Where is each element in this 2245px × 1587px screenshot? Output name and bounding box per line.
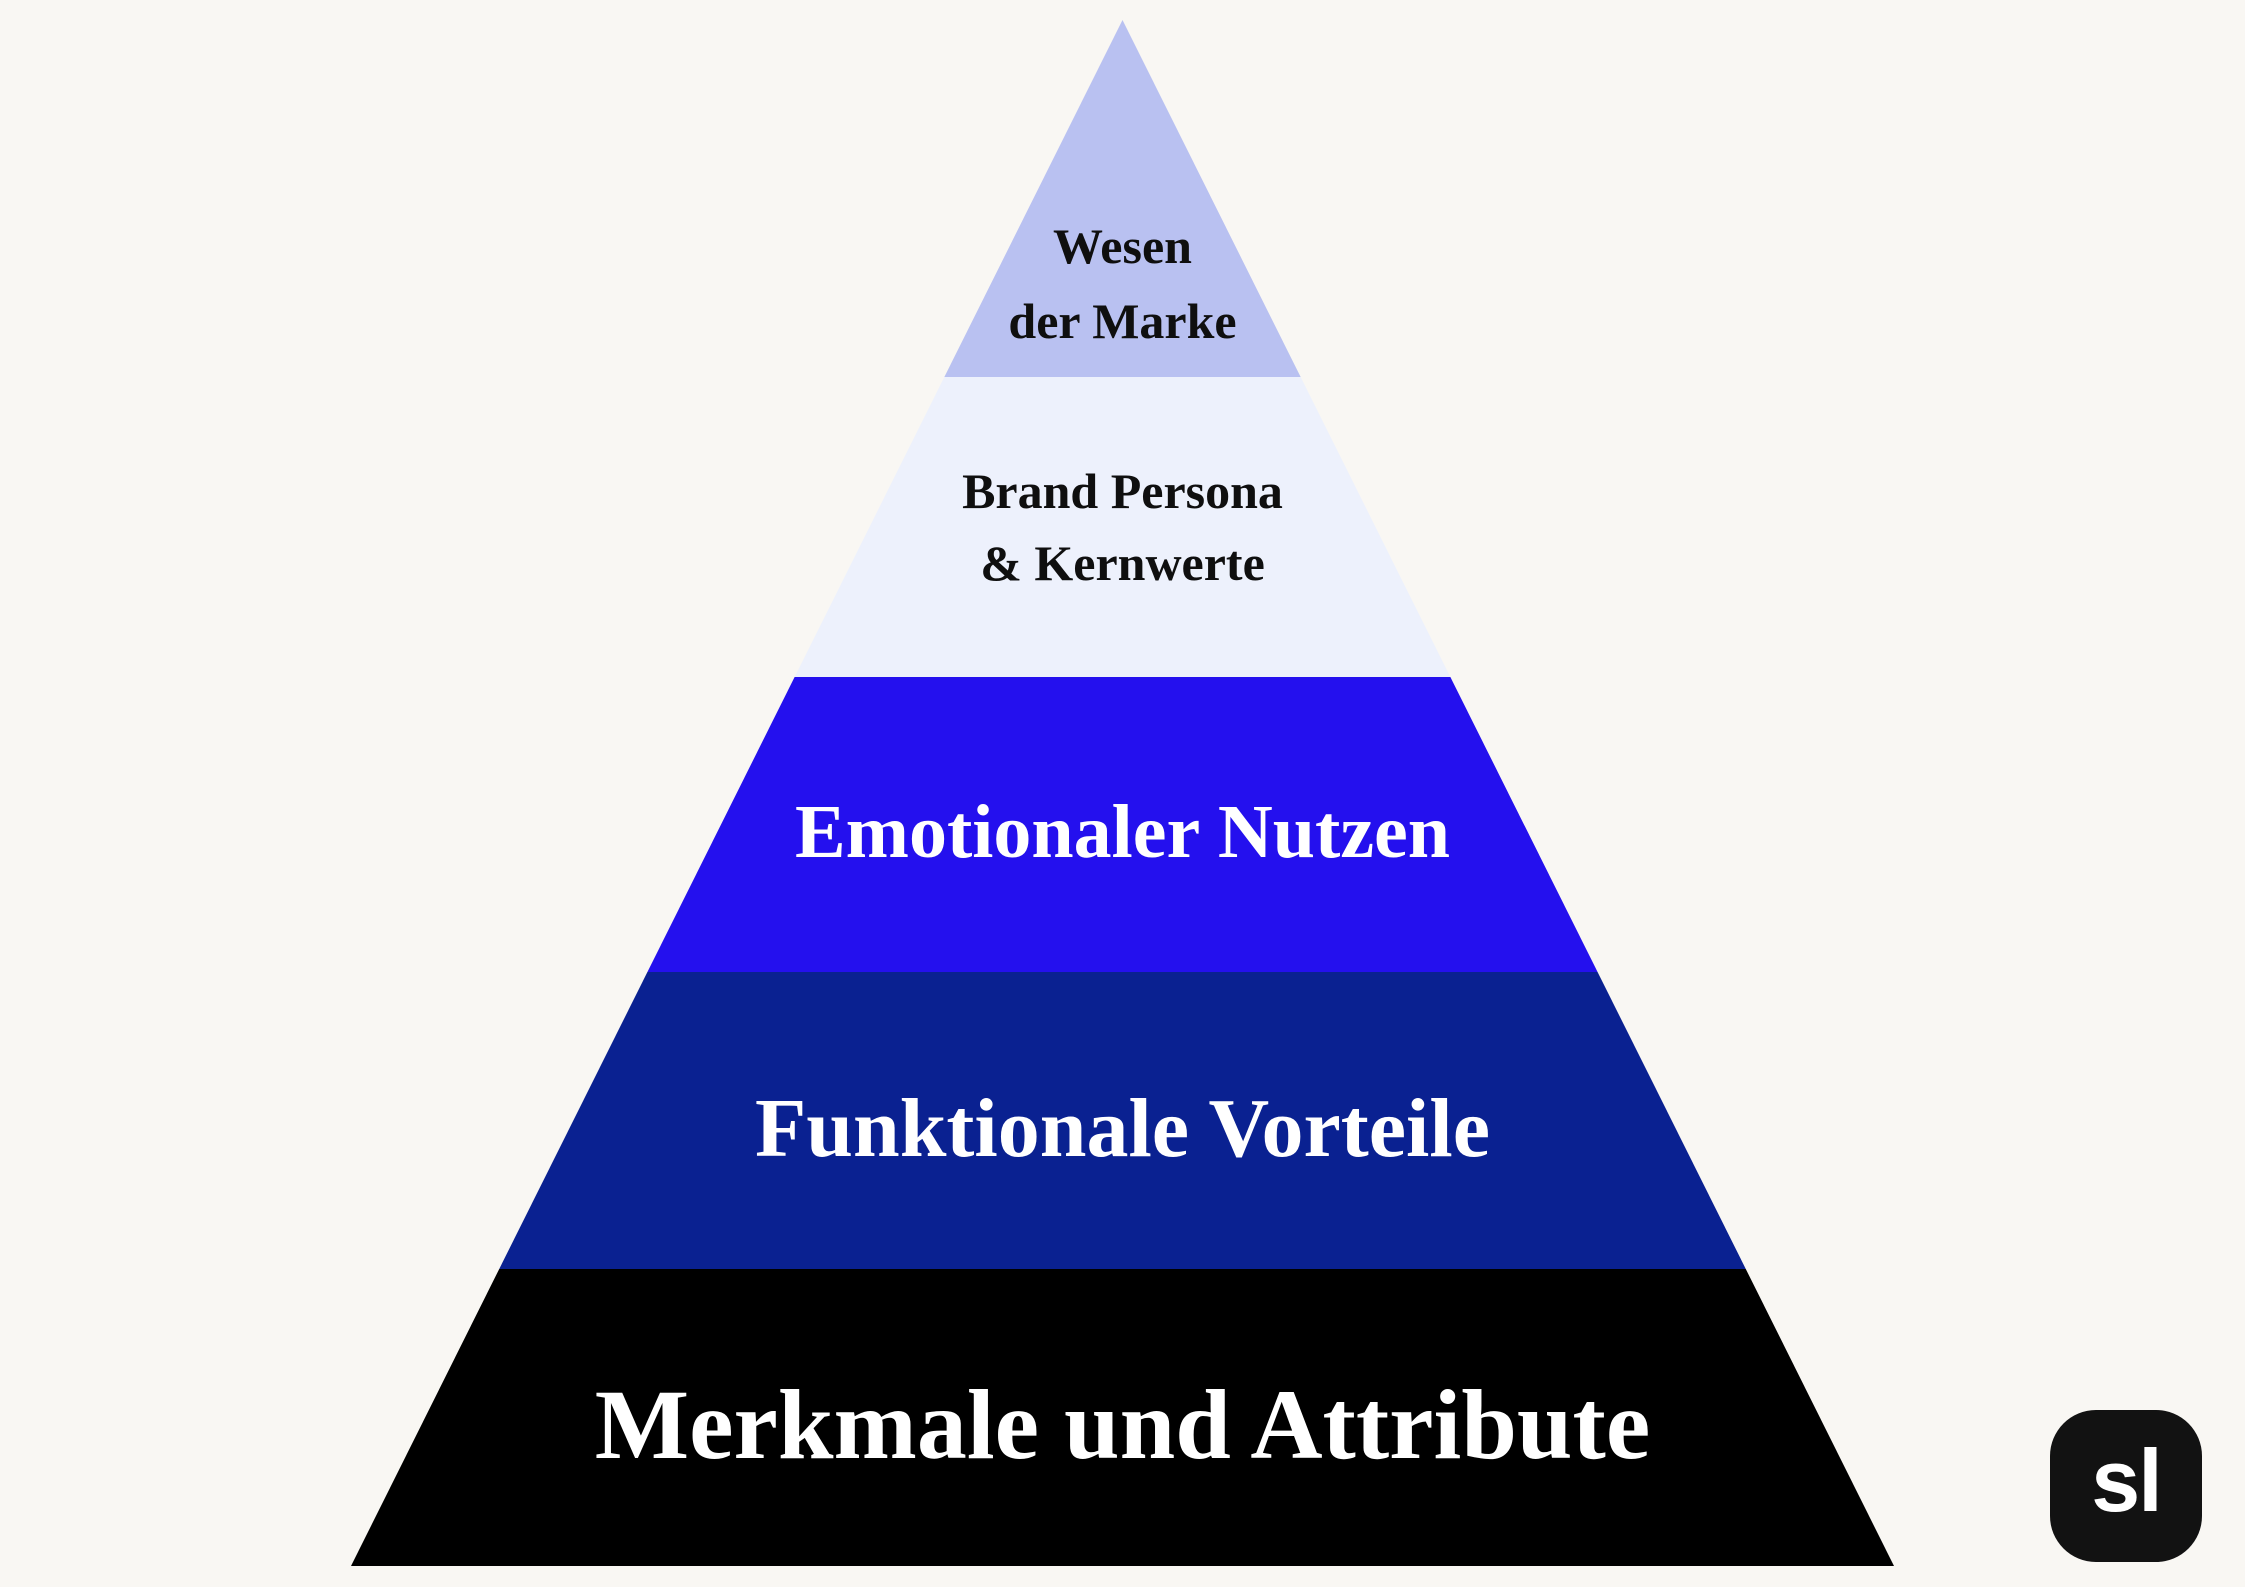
sl-logo: sl bbox=[2050, 1410, 2202, 1562]
sl-logo-text: sl bbox=[2091, 1431, 2162, 1530]
pyramid-level-label: Funktionale Vorteile bbox=[754, 1082, 1491, 1175]
pyramid-level-label-line: Brand Persona bbox=[962, 462, 1283, 519]
pyramid-level-wesen-der-marke: Wesen der Marke bbox=[351, 20, 1894, 377]
pyramid-level-label: Emotionaler Nutzen bbox=[794, 790, 1451, 874]
pyramid-level-funktionale-vorteile: Funktionale Vorteile bbox=[351, 972, 1894, 1269]
brand-pyramid: Wesen der Marke Brand Persona & Kernwert… bbox=[351, 20, 1894, 1566]
pyramid-level-label: Merkmale und Attribute bbox=[594, 1369, 1651, 1480]
pyramid-level-label-line: & Kernwerte bbox=[980, 535, 1265, 591]
pyramid-level-emotionaler-nutzen: Emotionaler Nutzen bbox=[351, 677, 1894, 972]
pyramid-level-label-line: der Marke bbox=[1008, 293, 1237, 349]
pyramid-level-label-line: Wesen bbox=[1053, 218, 1192, 274]
pyramid-level-merkmale-und-attribute: Merkmale und Attribute bbox=[351, 1269, 1894, 1566]
pyramid-level-brand-persona-kernwerte: Brand Persona & Kernwerte bbox=[351, 377, 1894, 677]
